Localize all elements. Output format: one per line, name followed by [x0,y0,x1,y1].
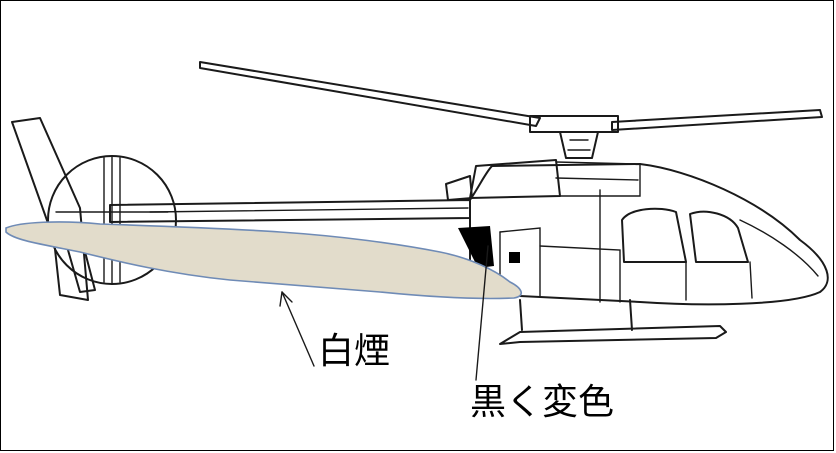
white-smoke-label: 白煙 [318,331,391,372]
scorched-area [458,226,494,268]
fuselage [445,159,829,306]
scorch-callout-line [475,245,489,381]
white-smoke-plume [5,221,522,300]
smoke-callout-arrow [279,291,315,367]
landing-skids [499,299,727,345]
access-panel [509,252,520,263]
tail-boom [109,199,471,223]
turned-black-label: 黒く変色 [470,382,615,423]
tail-rotor [47,155,177,293]
main-rotor [199,61,823,159]
